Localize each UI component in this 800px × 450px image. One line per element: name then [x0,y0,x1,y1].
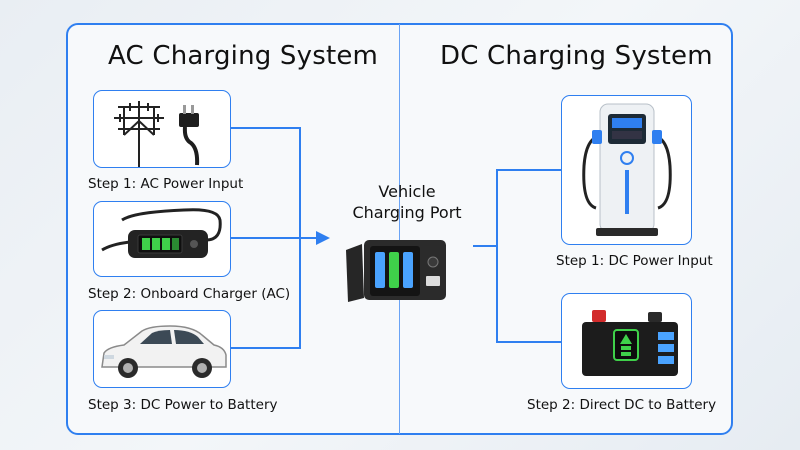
ac-step2-card [93,201,231,277]
dc-connector-bus [496,169,561,343]
dc-step2-label: Step 2: Direct DC to Battery [527,397,717,413]
ac-step3-label: Step 3: DC Power to Battery [88,397,278,413]
port-label-line2: Charging Port [352,203,462,222]
ac-step1-card [93,90,231,168]
ac-step3-card [93,310,231,388]
dc-charging-station-icon [582,103,672,236]
dc-section-title: DC Charging System [440,41,713,71]
battery-pack-icon [582,310,678,376]
charging-port-icon [346,240,446,302]
section-divider [399,24,400,434]
ac-section-title: AC Charging System [108,41,379,71]
dc-step1-label: Step 1: DC Power Input [556,253,713,269]
port-label-line1: Vehicle [378,182,436,201]
ac-step2-label: Step 2: Onboard Charger (AC) [88,286,291,302]
onboard-charger-icon [101,208,222,258]
ac-step1-label: Step 1: AC Power Input [88,176,244,192]
vehicle-charging-port-label: Vehicle Charging Port [352,181,462,223]
car-icon [101,325,227,378]
dc-step2-card [561,293,692,389]
power-pole-plug-icon [114,101,200,167]
arrow-head-icon [316,231,330,245]
dc-step1-card [561,95,692,245]
